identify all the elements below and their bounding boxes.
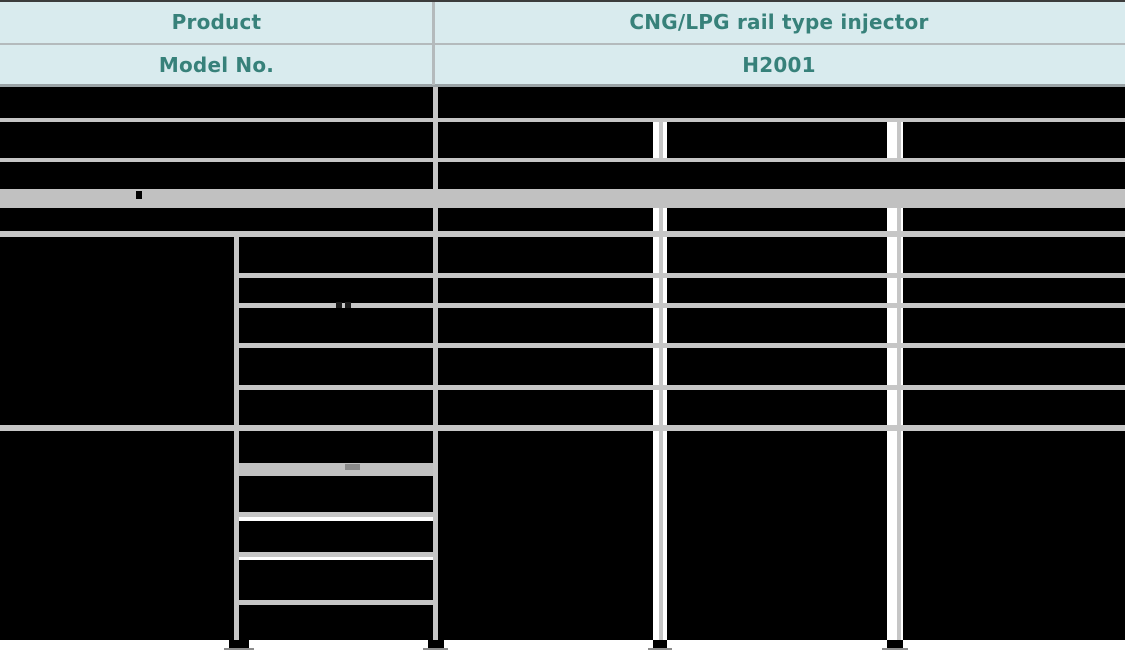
gray-band-row — [0, 189, 1125, 208]
product-label-cell: Product — [0, 0, 433, 44]
redaction-patch-1 — [653, 162, 667, 189]
product-value-cell: CNG/LPG rail type injector — [433, 0, 1125, 44]
header-column-divider — [432, 2, 435, 85]
grid-vline-col3 — [897, 122, 901, 646]
grid-vline-col2 — [659, 120, 663, 646]
model-label-cell: Model No. — [0, 44, 433, 86]
gray-band-midcol — [239, 463, 433, 476]
text-fragment-2 — [336, 302, 342, 308]
bottom-underline-col3 — [882, 648, 908, 650]
grid-hline-section2-top — [0, 231, 1125, 237]
product-value: CNG/LPG rail type injector — [629, 10, 929, 34]
grid-hline-mid2 — [239, 552, 433, 557]
header-row-divider — [0, 43, 1125, 45]
bottom-underline-col2 — [648, 648, 672, 650]
text-fragment-4 — [345, 464, 360, 470]
grid-hline-mid1 — [239, 512, 433, 517]
grid-hline-section3-top — [0, 425, 1125, 431]
header-row-model: Model No. H2001 — [0, 44, 1125, 86]
redaction-patch-2 — [887, 162, 903, 189]
grid-hline-mid1-highlight — [239, 517, 433, 521]
bottom-underline-main — [423, 648, 448, 650]
grid-hline-sub4 — [237, 385, 1125, 390]
bottom-foot-sublabel — [229, 640, 249, 648]
text-fragment-1 — [136, 191, 142, 199]
grid-vline-main — [433, 87, 438, 646]
product-label: Product — [171, 10, 262, 34]
grid-hline-row1 — [0, 118, 1125, 122]
model-value-cell: H2001 — [433, 44, 1125, 86]
redacted-table-body — [0, 87, 1125, 640]
table-top-border — [0, 0, 1125, 2]
model-value: H2001 — [742, 53, 816, 77]
grid-hline-sub2 — [237, 303, 1125, 308]
text-fragment-3 — [345, 302, 351, 308]
grid-hline-mid3 — [239, 600, 433, 605]
bottom-underline-sublabel — [224, 648, 254, 650]
bottom-foot-col3 — [887, 640, 903, 648]
grid-hline-row2 — [0, 158, 1125, 162]
grid-hline-mid2-highlight — [239, 557, 433, 560]
grid-vline-sublabel — [234, 236, 239, 646]
bottom-foot-col2 — [653, 640, 667, 648]
grid-hline-sub1 — [237, 273, 1125, 278]
model-label: Model No. — [158, 53, 275, 77]
header-row-product: Product CNG/LPG rail type injector — [0, 0, 1125, 44]
grid-hline-sub3 — [237, 343, 1125, 348]
bottom-foot-main — [428, 640, 444, 648]
header-bottom-divider — [0, 84, 1125, 87]
